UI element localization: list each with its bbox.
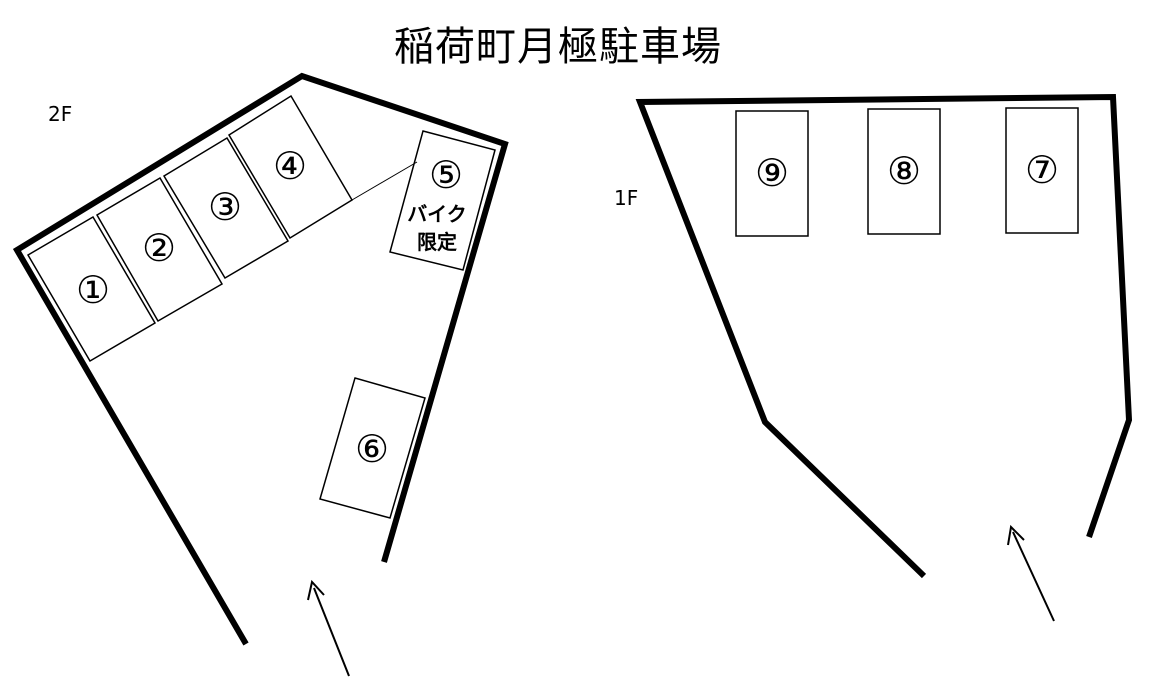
space-3-number: ③ bbox=[208, 185, 242, 229]
entrance-arrow-1f bbox=[1007, 524, 1055, 622]
space-6-number: ⑥ bbox=[355, 427, 389, 471]
space-4: ④ bbox=[227, 94, 354, 240]
space-8-number: ⑧ bbox=[887, 149, 921, 193]
space-5-number: ⑤ bbox=[429, 153, 463, 197]
floor-label-2f: 2F bbox=[48, 102, 73, 126]
space-9-number: ⑨ bbox=[755, 151, 789, 195]
entrance-arrow-2f bbox=[307, 579, 350, 677]
space-1-number: ① bbox=[76, 268, 110, 312]
space-7-number: ⑦ bbox=[1025, 148, 1059, 192]
space-4-number: ④ bbox=[273, 144, 307, 188]
wall-2f-top bbox=[12, 72, 509, 646]
space-6: ⑥ bbox=[319, 377, 426, 519]
space-1: ① bbox=[26, 215, 157, 363]
page-title: 稲荷町月極駐車場 bbox=[394, 24, 722, 70]
space-5: ⑤ バイク 限定 bbox=[389, 130, 496, 271]
space-2-number: ② bbox=[142, 226, 176, 270]
wall-1f-left bbox=[635, 93, 1133, 579]
space-3: ③ bbox=[162, 136, 290, 280]
divider-line bbox=[351, 161, 418, 201]
space-5-note-line1: バイク bbox=[407, 202, 467, 226]
space-2: ② bbox=[95, 176, 224, 323]
space-7: ⑦ bbox=[1005, 107, 1079, 234]
space-9: ⑨ bbox=[735, 110, 809, 237]
space-5-note-line2: 限定 bbox=[417, 230, 457, 254]
floor-label-1f: 1F bbox=[614, 186, 639, 210]
space-8: ⑧ bbox=[867, 108, 941, 235]
